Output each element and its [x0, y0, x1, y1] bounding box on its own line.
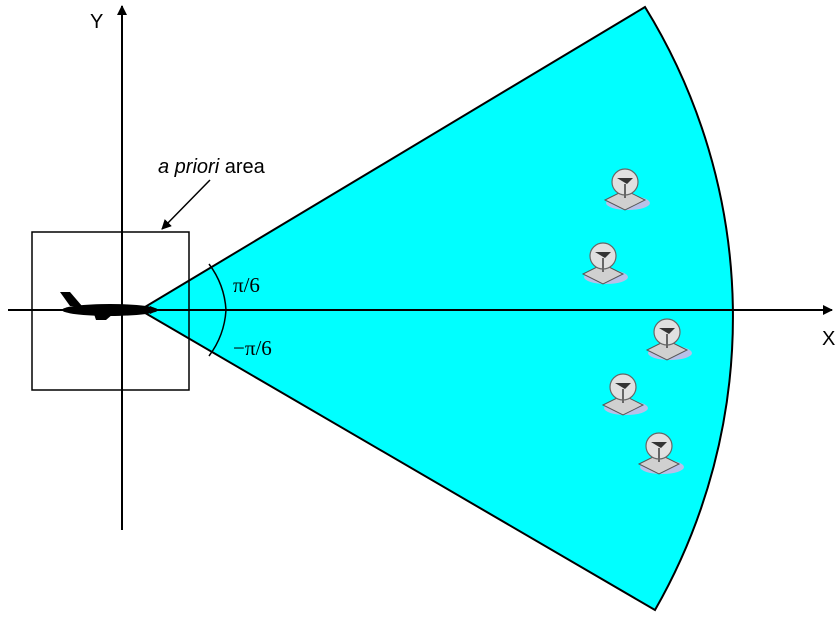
y-axis-label: Y: [90, 11, 103, 33]
a-priori-italic-text: a priori: [158, 156, 220, 178]
a-priori-area-text: area: [219, 156, 265, 178]
radar-dish-icon: [637, 432, 684, 475]
a-priori-pointer-arrow: [161, 179, 211, 230]
angle-arc-lower: [208, 309, 227, 357]
radar-dish-icon: [581, 242, 628, 285]
airplane-icon: [60, 292, 158, 320]
coverage-sector: [138, 5, 734, 612]
angle-arc-upper: [208, 263, 227, 311]
radar-dish-icon: [645, 318, 692, 361]
angle-label-upper: π/6: [233, 273, 260, 297]
a-priori-area-label: a priori area: [158, 156, 266, 178]
angle-label-lower: −π/6: [233, 336, 272, 360]
x-axis-label: X: [822, 328, 835, 350]
radar-dish-icon: [603, 168, 650, 211]
radar-dish-icon: [601, 373, 648, 416]
